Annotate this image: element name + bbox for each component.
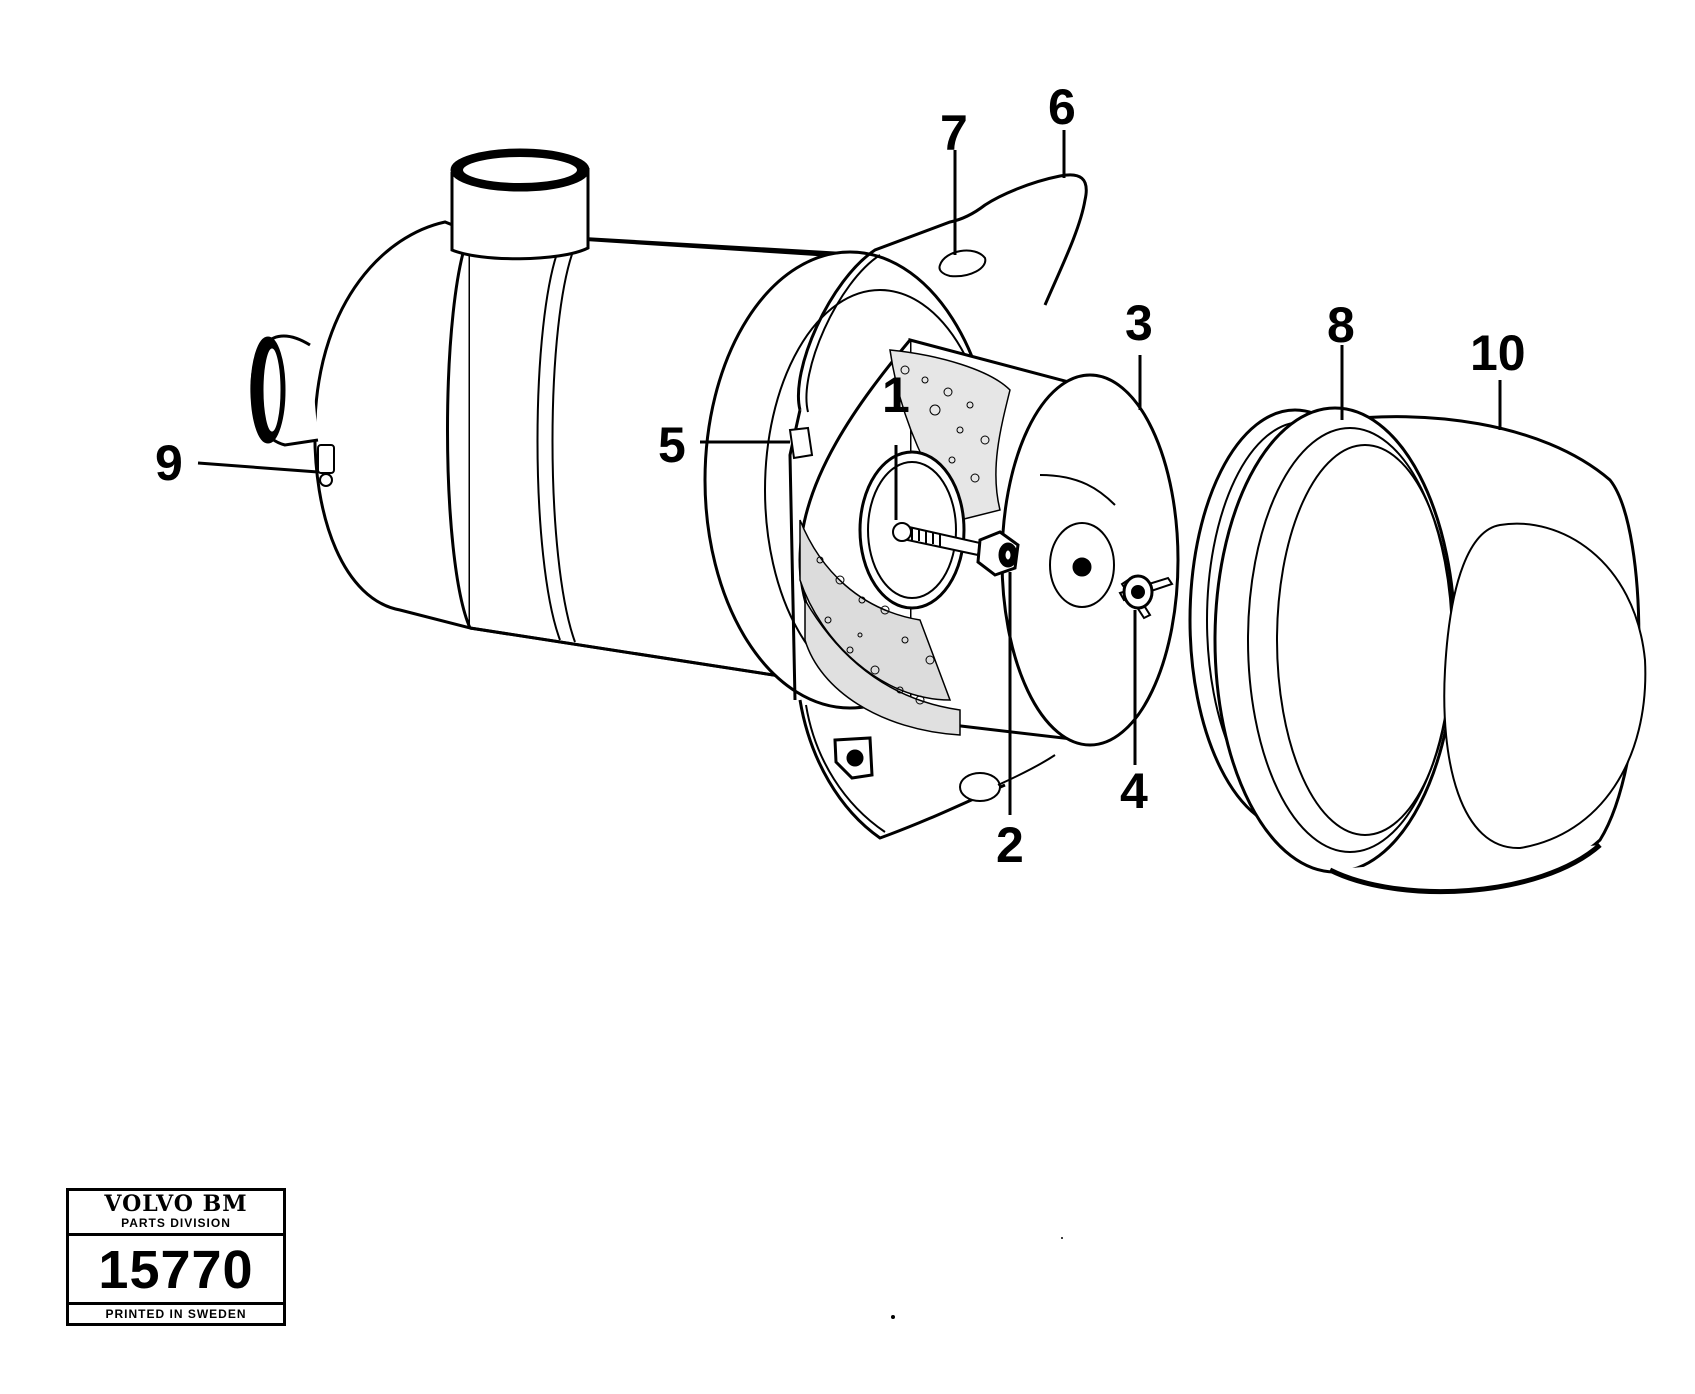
callout-4: 4 — [1120, 763, 1148, 819]
filter-element — [798, 338, 1180, 747]
outlet-pipe — [450, 148, 590, 261]
clip-bracket — [788, 426, 814, 460]
parts-division-stamp: VOLVO BM PARTS DIVISION 15770 PRINTED IN… — [66, 1188, 286, 1326]
callout-2: 2 — [996, 817, 1024, 873]
callout-9: 9 — [155, 435, 183, 491]
leader-lines — [197, 130, 1502, 815]
latch-tab — [938, 249, 987, 278]
callout-10: 10 — [1470, 325, 1526, 381]
cover-cap — [1188, 406, 1647, 895]
stamp-number: 15770 — [98, 1240, 254, 1300]
callout-7: 7 — [940, 105, 968, 161]
filter-wing-nut — [1118, 574, 1174, 620]
callout-8: 8 — [1327, 297, 1355, 353]
callout-6: 6 — [1048, 79, 1076, 135]
stamp-footer: PRINTED IN SWEDEN — [69, 1302, 283, 1323]
stamp-division: PARTS DIVISION — [121, 1216, 231, 1230]
bottom-bracket — [833, 736, 874, 780]
speck — [1061, 1237, 1063, 1239]
drain-valve — [317, 444, 335, 487]
speck — [891, 1315, 895, 1319]
callout-1: 1 — [882, 367, 910, 423]
callout-labels: 1 2 3 4 5 6 7 8 9 10 — [155, 79, 1526, 873]
side-inlet-stub — [250, 334, 319, 447]
stamp-header: VOLVO BM PARTS DIVISION — [69, 1191, 283, 1236]
clamp-buckle — [959, 754, 1056, 802]
callout-3: 3 — [1125, 295, 1153, 351]
wire-clamp — [788, 173, 1088, 840]
wing-nut — [976, 530, 1020, 577]
stamp-brand: VOLVO BM — [104, 1191, 248, 1217]
callout-5: 5 — [658, 417, 686, 473]
